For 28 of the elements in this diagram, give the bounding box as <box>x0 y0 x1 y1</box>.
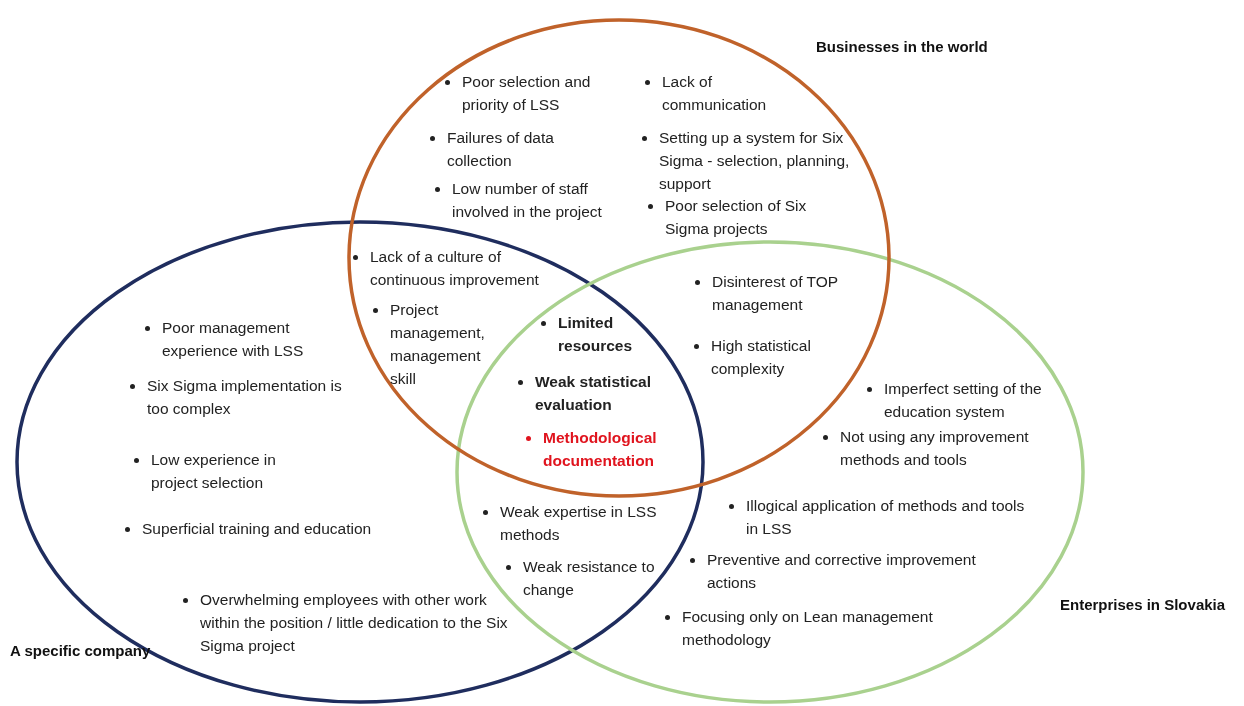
bullet-text: Project management, management skill <box>390 300 486 389</box>
bullet-text: Imperfect setting of the education system <box>884 379 1043 422</box>
bullet-text: Failures of data collection <box>447 128 555 171</box>
set-heading: Enterprises in Slovakia <box>1060 596 1226 613</box>
bullet-text: Lack of a culture of continuous improvement <box>370 247 540 290</box>
bullet-text: Poor selection and priority of LSS <box>462 72 592 115</box>
bullet-text: Superficial training and education <box>142 519 373 539</box>
set-heading: Businesses in the world <box>816 38 988 55</box>
bullet-text: Poor management experience with LSS <box>162 318 305 361</box>
bullet-text: Focusing only on Lean management methodology <box>682 607 934 650</box>
bullet-text: Low number of staff involved in the project <box>452 179 603 222</box>
bullet-text: Weak expertise in LSS methods <box>500 502 658 545</box>
bullet-text: Illogical application of methods and tools in LSS <box>746 496 1026 539</box>
bullet-text: Disinterest of TOP management <box>712 272 839 315</box>
bullet-text: Preventive and corrective improvement actions <box>707 550 977 593</box>
bullet-text: Low experience in project selection <box>151 450 277 493</box>
bullet-text: Methodological documentation <box>543 428 658 471</box>
bullet-text: Lack of communication <box>662 72 768 115</box>
bullet-text: Weak resistance to change <box>523 557 656 600</box>
set-heading: A specific company <box>10 642 151 659</box>
bullet-text: Weak statistical evaluation <box>535 372 653 415</box>
bullet-text: Overwhelming employees with other work within the position / little dedication to the Six Sigma project <box>200 590 509 656</box>
bullet-text: High statistical complexity <box>711 336 812 379</box>
bullet-text: Poor selection of Six Sigma projects <box>665 196 808 239</box>
bullet-text: Not using any improvement methods and tools <box>840 427 1030 470</box>
bullet-text: Setting up a system for Six Sigma - selection, planning, support <box>659 128 851 194</box>
bullet-text: Limited resources <box>558 313 634 356</box>
bullet-text: Six Sigma implementation is too complex <box>147 376 343 419</box>
